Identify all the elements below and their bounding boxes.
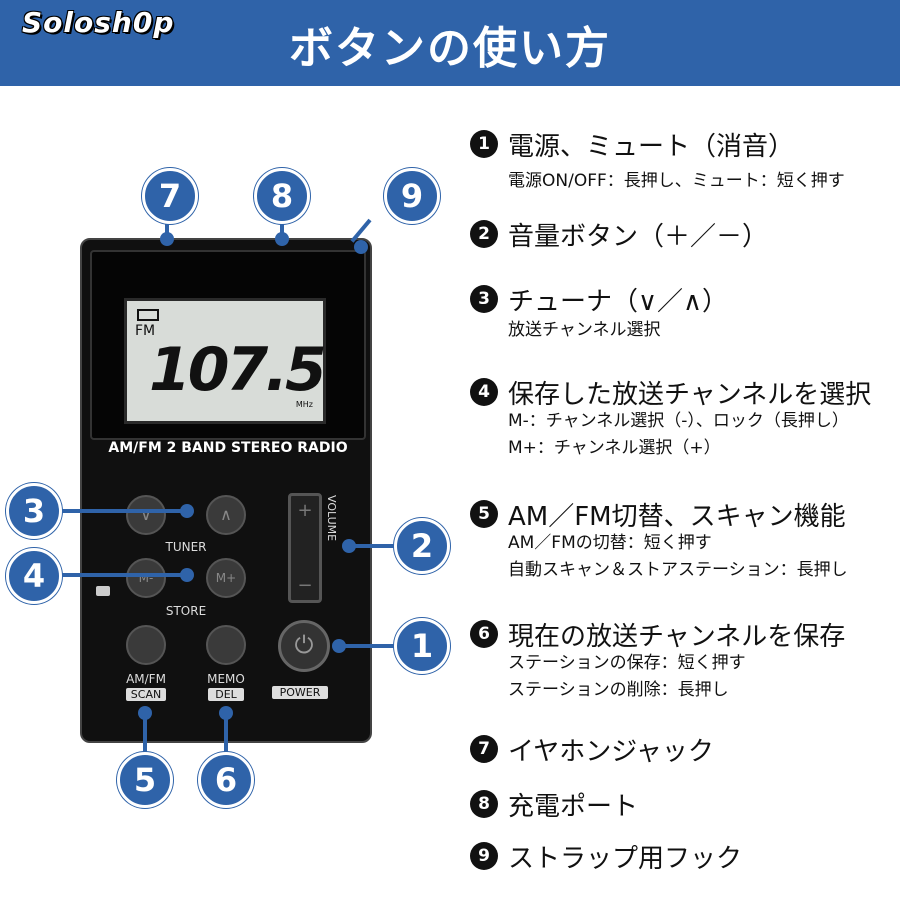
store-label: STORE bbox=[165, 604, 207, 618]
callout-5: 5 bbox=[117, 752, 173, 808]
callout-dot-7 bbox=[160, 232, 174, 246]
callout-dot-8 bbox=[275, 232, 289, 246]
callout-dot-4 bbox=[180, 568, 194, 582]
item-number-6: 6 bbox=[470, 620, 498, 648]
item-title-6: 現在の放送チャンネルを保存 bbox=[508, 622, 846, 652]
page-title: ボタンの使い方 bbox=[289, 23, 611, 74]
callout-line-3 bbox=[60, 509, 188, 513]
amfm-label: AM/FM bbox=[126, 672, 166, 686]
callout-line-5 bbox=[143, 712, 147, 762]
item-title-9: ストラップ用フック bbox=[508, 844, 743, 874]
battery-icon bbox=[137, 309, 159, 321]
callout-2: 2 bbox=[394, 518, 450, 574]
callout-dot-1 bbox=[332, 639, 346, 653]
model-text: AM/FM 2 BAND STEREO RADIO bbox=[108, 440, 348, 456]
item-number-7: 7 bbox=[470, 735, 498, 763]
callout-7: 7 bbox=[142, 168, 198, 224]
item-number-4: 4 bbox=[470, 378, 498, 406]
del-label: DEL bbox=[208, 688, 244, 701]
item-desc-5a: AM／FMの切替：短く押す bbox=[508, 533, 712, 553]
item-desc-1a: 電源ON/OFF：長押し、ミュート：短く押す bbox=[508, 171, 845, 191]
callout-line-6 bbox=[224, 712, 228, 762]
item-number-8: 8 bbox=[470, 790, 498, 818]
callout-line-7 bbox=[165, 214, 169, 240]
item-desc-4a: M-：チャンネル選択（-）、ロック（長押し） bbox=[508, 411, 849, 431]
header-banner: Solosh0p ボタンの使い方 bbox=[0, 0, 900, 86]
power-label: POWER bbox=[272, 686, 328, 699]
item-title-4: 保存した放送チャンネルを選択 bbox=[508, 380, 872, 410]
item-title-8: 充電ポート bbox=[508, 792, 639, 822]
item-title-3: チューナ（∨／∧） bbox=[508, 287, 729, 317]
brand-logo: Solosh0p bbox=[22, 6, 175, 39]
tuner-up-button[interactable]: ∧ bbox=[206, 495, 246, 535]
item-number-9: 9 bbox=[470, 842, 498, 870]
volume-label: VOLUME bbox=[325, 495, 338, 542]
callout-dot-6 bbox=[219, 706, 233, 720]
item-desc-4b: M+：チャンネル選択（+） bbox=[508, 438, 721, 458]
volume-plus-icon: + bbox=[297, 500, 313, 521]
tuner-down-button[interactable]: ∨ bbox=[126, 495, 166, 535]
lcd-frequency: 107.5 bbox=[149, 335, 327, 405]
m-minus-button[interactable]: M- bbox=[126, 558, 166, 598]
item-title-5: AM／FM切替、スキャン機能 bbox=[508, 502, 846, 532]
item-title-7: イヤホンジャック bbox=[508, 737, 714, 767]
volume-rocker[interactable]: + − bbox=[288, 493, 322, 603]
power-button[interactable]: ⏻ bbox=[278, 620, 330, 672]
callout-dot-5 bbox=[138, 706, 152, 720]
item-number-2: 2 bbox=[470, 220, 498, 248]
item-title-2: 音量ボタン（＋／－） bbox=[508, 222, 769, 252]
memo-del-button[interactable] bbox=[206, 625, 246, 665]
callout-dot-3 bbox=[180, 504, 194, 518]
callout-8: 8 bbox=[254, 168, 310, 224]
item-desc-6b: ステーションの削除：長押し bbox=[508, 680, 729, 700]
item-title-1: 電源、ミュート（消音） bbox=[508, 132, 795, 162]
radio-device: FM 107.5 MHz AM/FM 2 BAND STEREO RADIO ∨… bbox=[80, 238, 372, 743]
callout-line-1 bbox=[340, 644, 400, 648]
callout-dot-2 bbox=[342, 539, 356, 553]
callout-1: 1 bbox=[394, 618, 450, 674]
callout-9: 9 bbox=[384, 168, 440, 224]
callout-line-2 bbox=[350, 544, 400, 548]
tuner-label: TUNER bbox=[165, 540, 207, 554]
callout-4: 4 bbox=[6, 548, 62, 604]
item-desc-6a: ステーションの保存：短く押す bbox=[508, 653, 746, 673]
item-number-5: 5 bbox=[470, 500, 498, 528]
m-plus-button[interactable]: M+ bbox=[206, 558, 246, 598]
item-number-3: 3 bbox=[470, 285, 498, 313]
callout-line-8 bbox=[280, 214, 284, 240]
lcd-display: FM 107.5 MHz bbox=[124, 298, 327, 424]
callout-6: 6 bbox=[198, 752, 254, 808]
callout-3: 3 bbox=[6, 483, 62, 539]
item-desc-3a: 放送チャンネル選択 bbox=[508, 320, 661, 340]
memo-label: MEMO bbox=[207, 672, 245, 686]
volume-minus-icon: − bbox=[297, 575, 313, 596]
lock-icon bbox=[96, 586, 110, 596]
item-desc-5b: 自動スキャン＆ストアステーション：長押し bbox=[508, 560, 848, 580]
item-number-1: 1 bbox=[470, 130, 498, 158]
lcd-unit: MHz bbox=[295, 400, 313, 409]
scan-label: SCAN bbox=[126, 688, 166, 701]
amfm-scan-button[interactable] bbox=[126, 625, 166, 665]
callout-line-4 bbox=[60, 573, 188, 577]
lcd-band: FM bbox=[135, 323, 156, 339]
callout-dot-9 bbox=[354, 240, 368, 254]
